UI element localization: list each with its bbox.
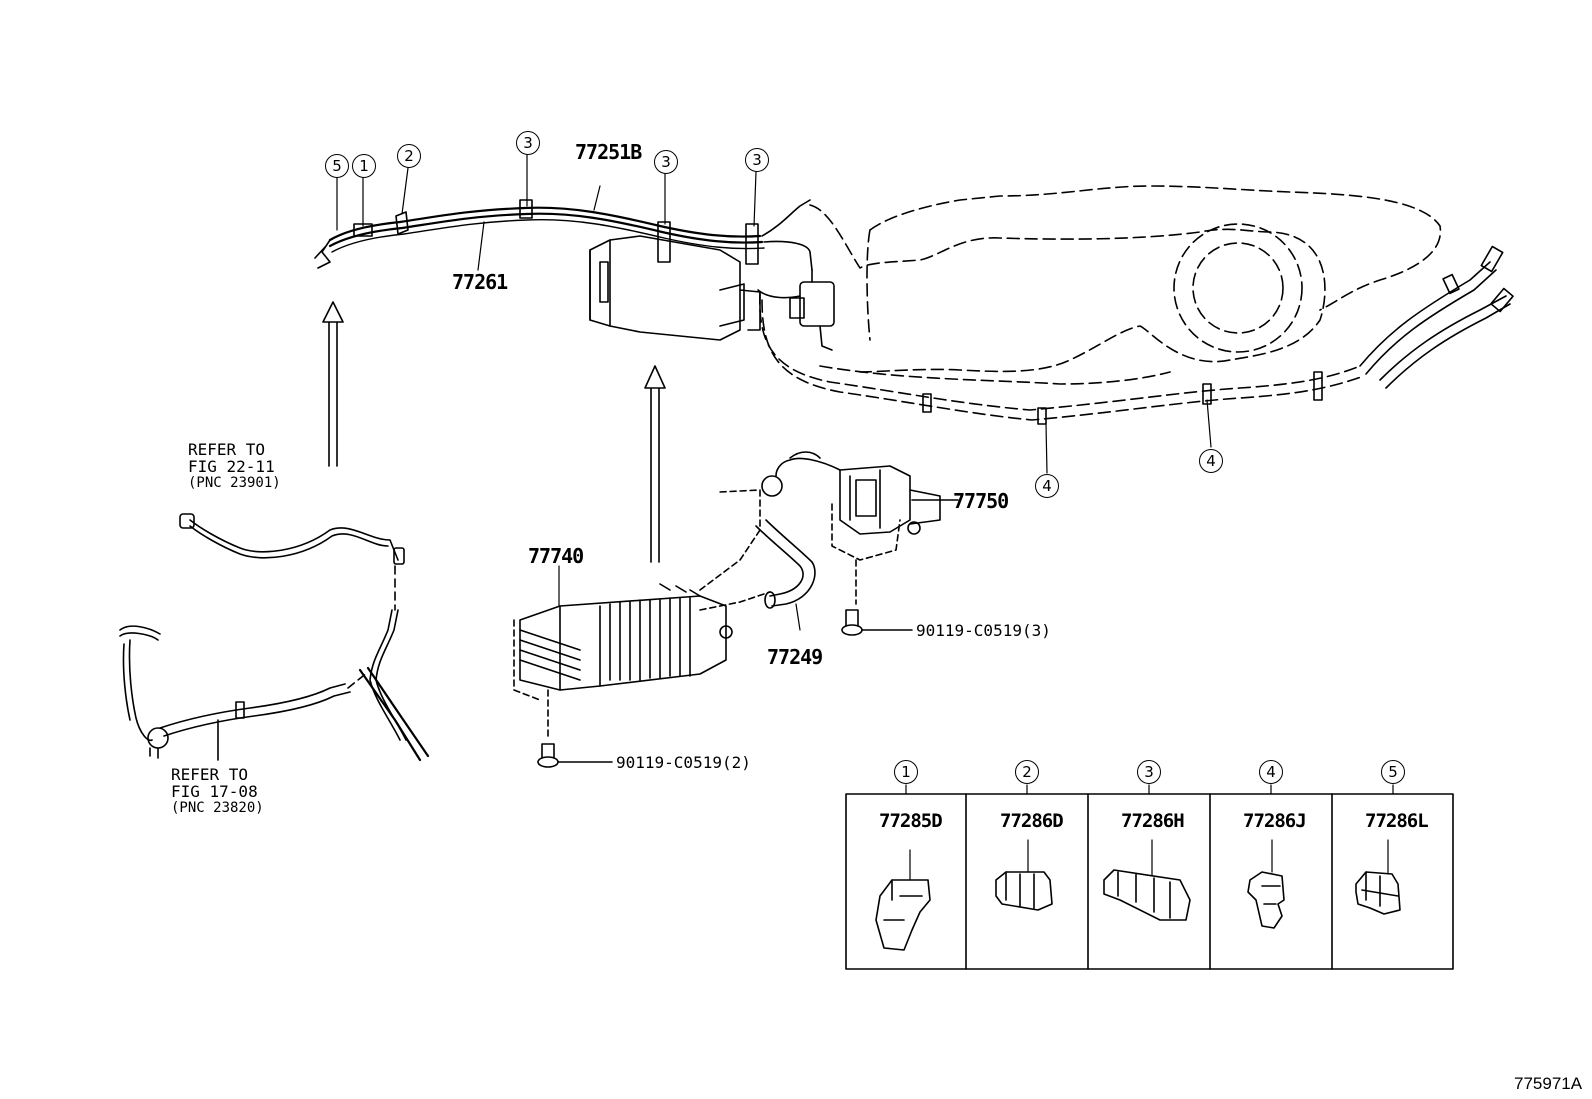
leader-lines	[336, 154, 1212, 631]
fuel-tank-outline	[809, 185, 1442, 385]
callout-5: 5	[325, 154, 349, 178]
callout-3: 3	[654, 150, 678, 174]
legend-part-77286J: 77286J	[1243, 810, 1307, 832]
canister-bracket	[589, 235, 761, 341]
reference-line: FIG 17-08	[171, 782, 258, 801]
callout-4: 4	[1199, 449, 1223, 473]
reference-line: REFER TO	[171, 765, 249, 784]
reference-line: REFER TO	[188, 440, 266, 459]
vsv-upper	[757, 269, 835, 351]
legend-callout-2: 2	[1015, 760, 1039, 784]
bolt-upper	[841, 609, 913, 636]
callout-2: 2	[397, 144, 421, 168]
legend-part-77286D: 77286D	[1000, 810, 1064, 832]
legend-callout-3: 3	[1137, 760, 1161, 784]
clip-77286J-icon	[1247, 839, 1285, 929]
legend-callout-5: 5	[1381, 760, 1405, 784]
bolt-label-upper: 90119-C0519(3)	[916, 621, 1051, 640]
part-label-77249: 77249	[767, 645, 823, 669]
hose-77249	[755, 519, 816, 609]
clip-77285D-icon	[875, 849, 931, 951]
up-arrow-left	[322, 301, 344, 467]
part-label-77740: 77740	[528, 544, 584, 568]
legend-part-77286L: 77286L	[1365, 810, 1429, 832]
reference-line: FIG 22-11	[188, 457, 275, 476]
up-arrow-center	[644, 365, 666, 563]
legend-table	[845, 784, 1454, 970]
legend-callout-1: 1	[894, 760, 918, 784]
callout-3: 3	[745, 148, 769, 172]
fill-pipe-tube	[759, 245, 1514, 425]
legend-part-77285D: 77285D	[879, 810, 943, 832]
reference-tube-lower	[119, 625, 369, 761]
callout-1: 1	[352, 154, 376, 178]
reference-note-fig-22-11: REFER TO FIG 22-11 (PNC 23901)	[188, 441, 281, 492]
legend-callout-4: 4	[1259, 760, 1283, 784]
reference-pnc: (PNC 23901)	[188, 475, 281, 491]
callout-4: 4	[1035, 474, 1059, 498]
reference-pnc: (PNC 23820)	[171, 800, 264, 816]
part-label-77750: 77750	[953, 489, 1009, 513]
clip-77286H-icon	[1103, 839, 1191, 921]
part-label-77261: 77261	[452, 270, 508, 294]
charcoal-canister-77740	[513, 489, 771, 741]
legend-part-77286H: 77286H	[1121, 810, 1185, 832]
reference-note-fig-17-08: REFER TO FIG 17-08 (PNC 23820)	[171, 766, 264, 817]
vsv-77750	[761, 451, 959, 605]
clip-77286D-icon	[995, 839, 1053, 911]
bolt-label-lower: 90119-C0519(2)	[616, 753, 751, 772]
reference-tube-upper	[179, 513, 430, 762]
clip-77286L-icon	[1355, 839, 1401, 915]
tube-assembly-77261	[314, 199, 813, 271]
callout-3: 3	[516, 131, 540, 155]
part-label-77251B: 77251B	[575, 140, 642, 164]
bolt-lower	[537, 743, 613, 768]
illustration-code: 775971A	[1514, 1074, 1583, 1093]
